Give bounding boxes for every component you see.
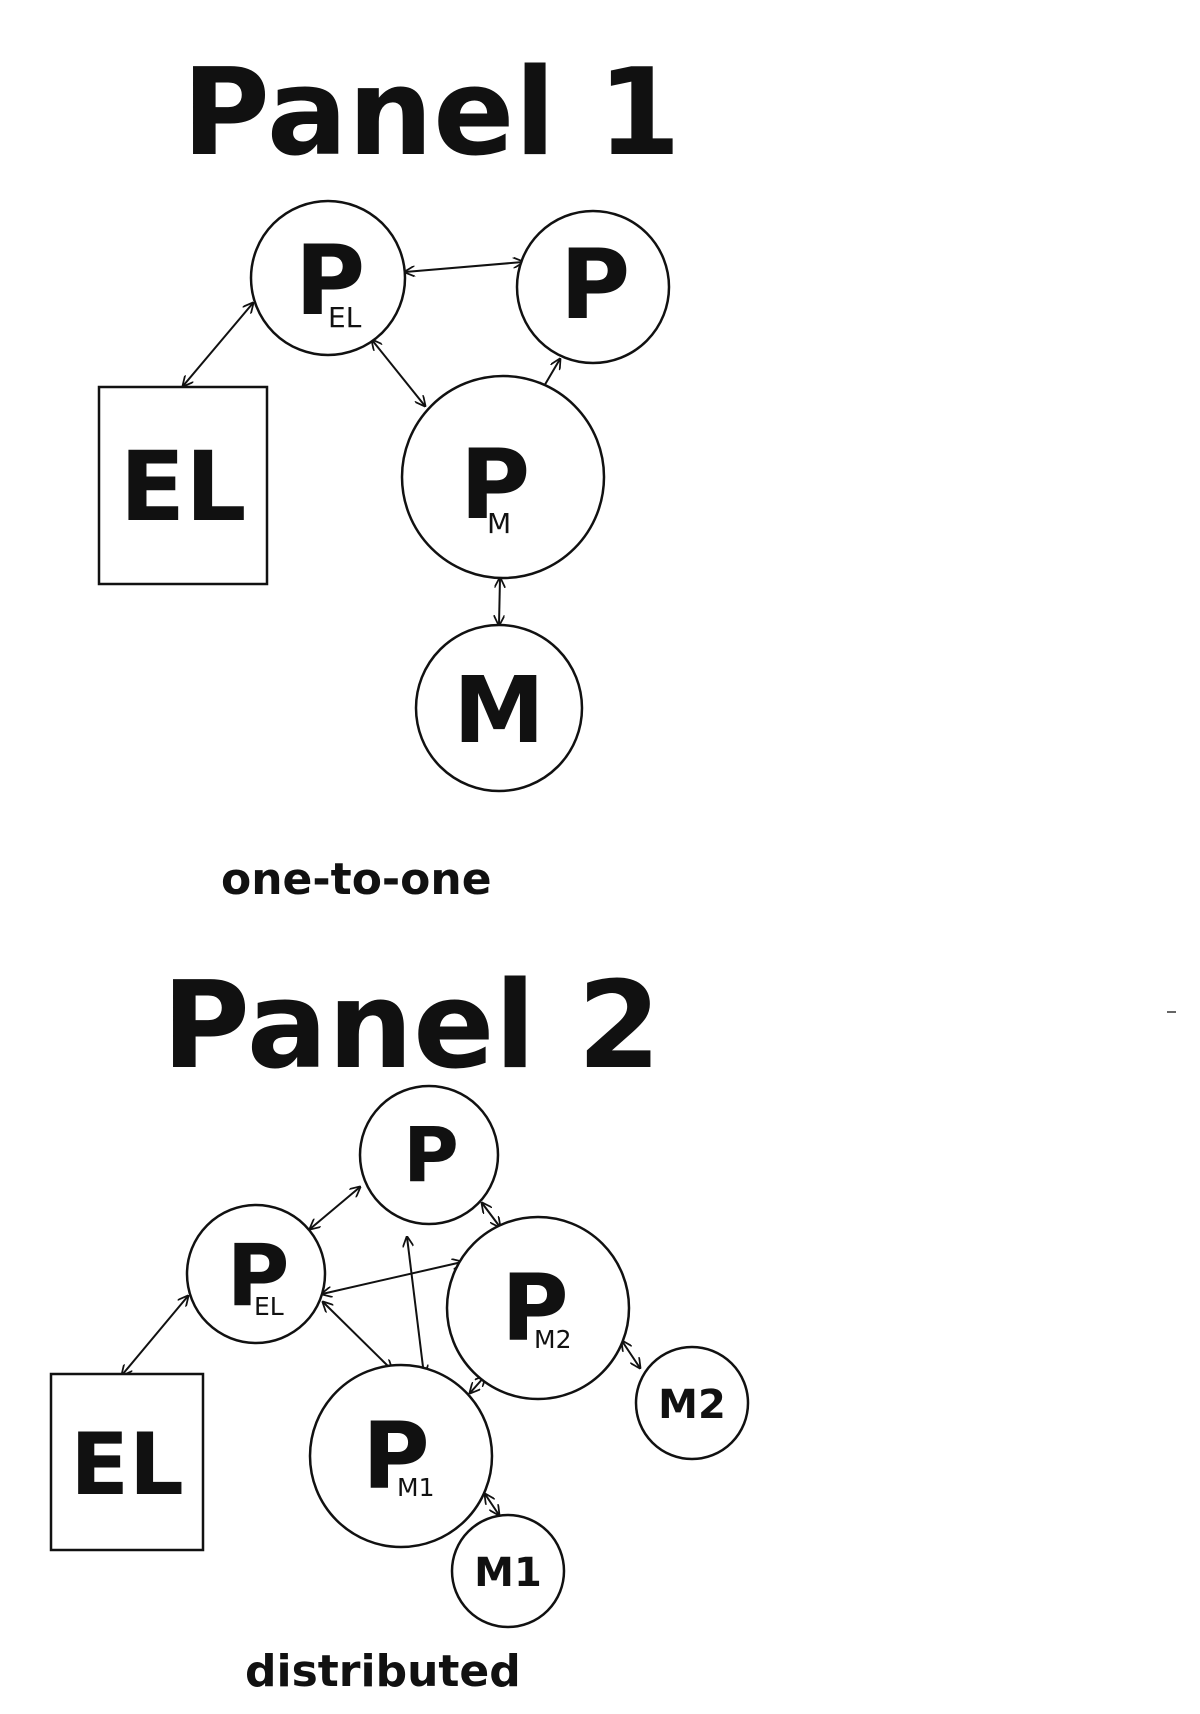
panel-1-node-p-el: P EL: [249, 199, 407, 357]
panel-2-node-p: P: [358, 1084, 500, 1226]
panel-2-node-p-el: P EL: [185, 1203, 327, 1345]
node-subscript: M1: [397, 1473, 434, 1502]
panel-1-node-el: EL: [97, 385, 269, 586]
node-box: [49, 1372, 205, 1552]
edge-pel-to-p: [405, 262, 523, 272]
node-label: M1: [474, 1550, 542, 1596]
edge-pm1-to-m1: [485, 1494, 499, 1515]
node-circle: [515, 209, 671, 365]
panel-1-node-m: M: [414, 623, 584, 793]
panel-1-node-p-m: P M: [400, 374, 606, 580]
node-label: P: [460, 429, 530, 541]
panel-2-caption: distributed: [245, 1646, 521, 1697]
node-label: P: [295, 225, 365, 337]
node-label: EL: [70, 1415, 184, 1515]
node-circle: [249, 199, 407, 357]
edge-pel-to-el: [122, 1296, 188, 1375]
panel-1-node-p: P: [515, 209, 671, 365]
panel-2: Panel 2 P P EL P M2: [49, 957, 750, 1697]
node-label: P: [362, 1403, 429, 1510]
panel-2-node-p-m2: P M2: [445, 1215, 631, 1401]
node-label: M: [453, 657, 545, 764]
node-circle: [358, 1084, 500, 1226]
edge-p-to-pel: [310, 1187, 360, 1229]
node-circle: [185, 1203, 327, 1345]
edge-pel-to-pm: [372, 340, 425, 406]
panel-1: Panel 1 P EL P P M M: [97, 44, 681, 905]
edge-p-to-pm1: [407, 1237, 424, 1375]
edge-pm2-to-m2: [622, 1341, 640, 1368]
node-label: P: [403, 1110, 459, 1199]
panel-1-title: Panel 1: [182, 44, 681, 183]
node-label: EL: [120, 431, 247, 543]
node-label: P: [501, 1255, 568, 1362]
panel-2-node-m2: M2: [634, 1345, 750, 1461]
edge-pel-to-el: [183, 303, 253, 386]
edge-pel-to-pm2: [322, 1262, 462, 1294]
node-box: [97, 385, 269, 586]
node-circle: [634, 1345, 750, 1461]
node-subscript: M2: [534, 1325, 571, 1354]
panel-2-edges: [122, 1187, 640, 1515]
node-circle: [450, 1513, 566, 1629]
node-subscript: M: [487, 507, 511, 540]
panel-2-node-el: EL: [49, 1372, 205, 1552]
panel-2-node-p-m1: P M1: [308, 1363, 494, 1549]
node-label: M2: [658, 1382, 726, 1428]
node-label: P: [226, 1226, 289, 1326]
node-subscript: EL: [328, 301, 362, 334]
panel-2-title: Panel 2: [162, 957, 661, 1096]
node-circle: [445, 1215, 631, 1401]
edge-p-to-pm2: [482, 1203, 500, 1227]
node-circle: [400, 374, 606, 580]
panel-1-edges: [183, 262, 560, 625]
node-subscript: EL: [254, 1292, 284, 1321]
node-circle: [308, 1363, 494, 1549]
panel-1-caption: one-to-one: [221, 854, 492, 905]
panel-2-node-m1: M1: [450, 1513, 566, 1629]
edge-pm-to-m: [499, 578, 500, 625]
edge-pel-to-pm1: [323, 1302, 392, 1370]
node-label: P: [560, 229, 630, 341]
node-circle: [414, 623, 584, 793]
